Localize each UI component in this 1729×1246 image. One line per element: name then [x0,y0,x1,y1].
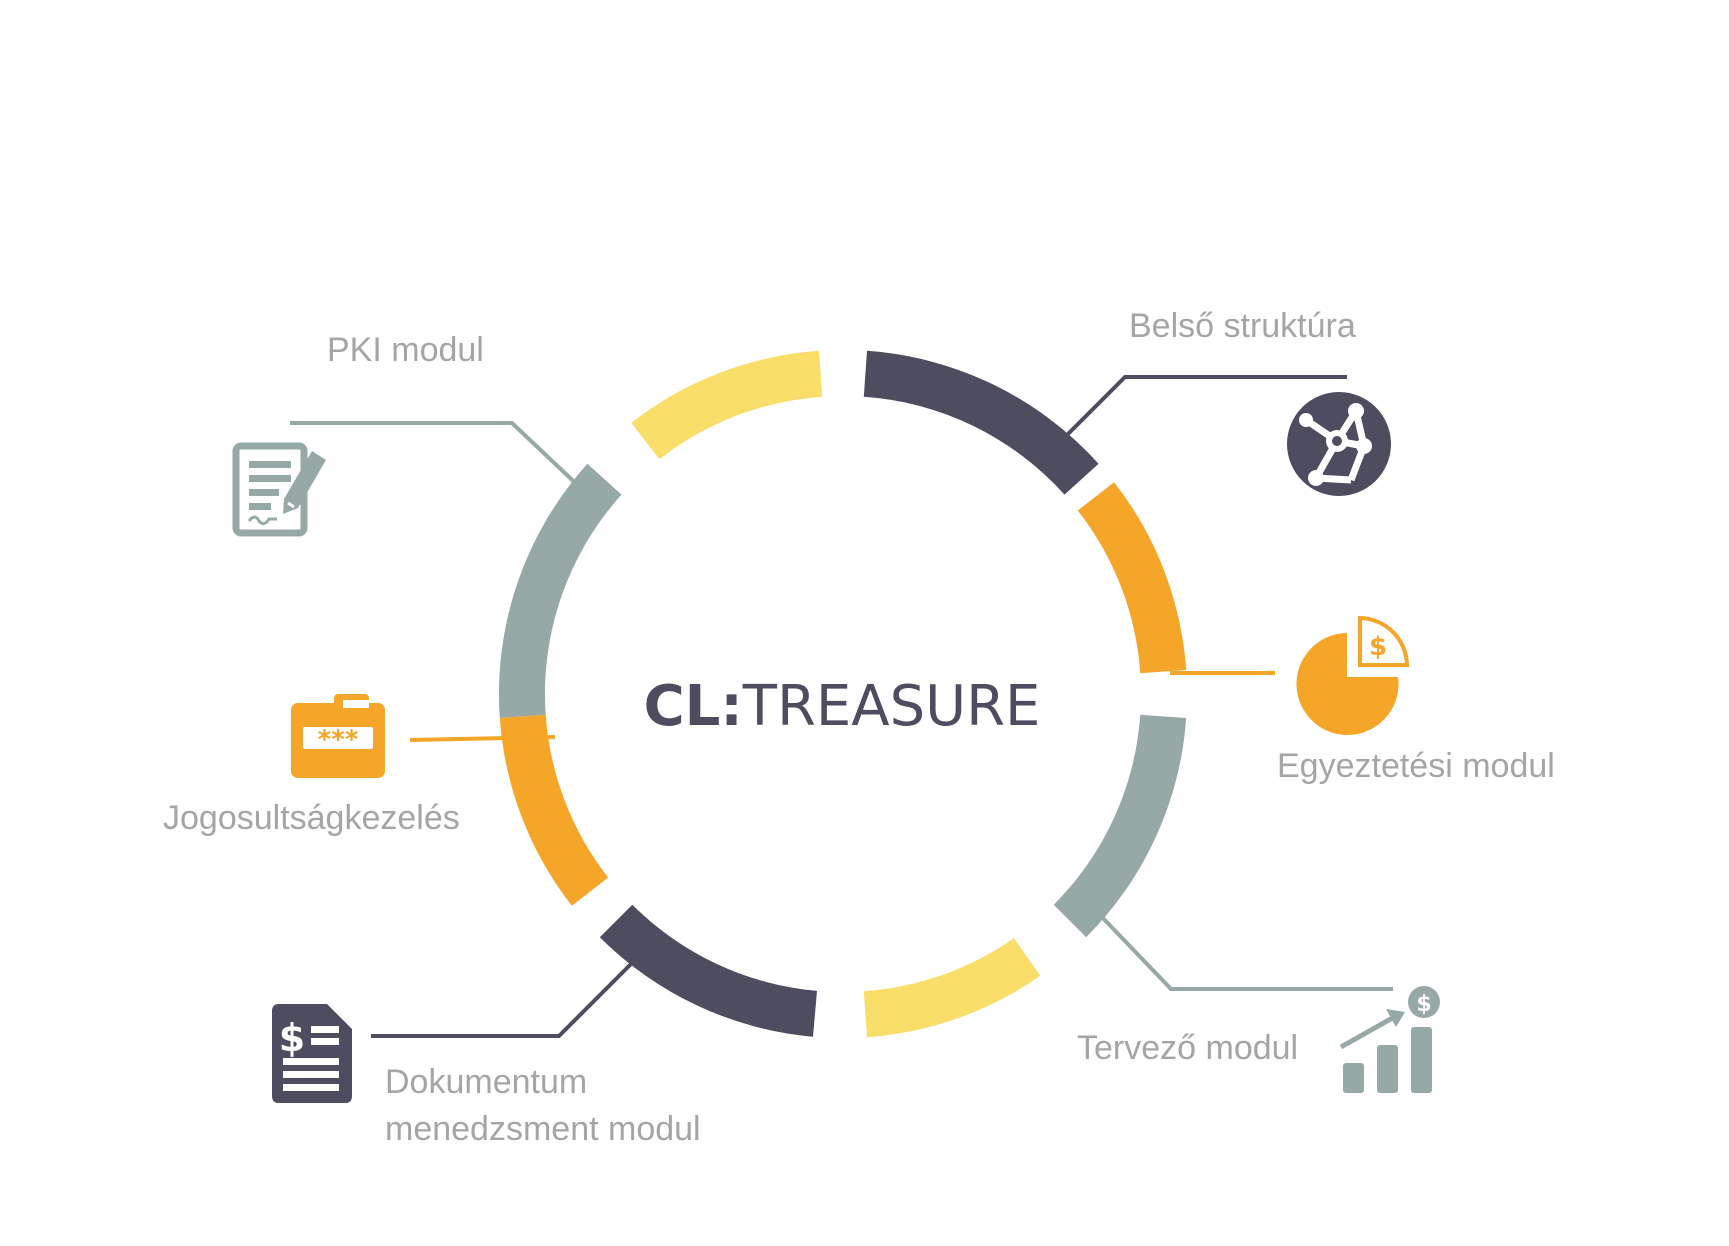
connector-belso [1048,375,1347,454]
ring-segment-bottom-right [863,938,1041,1038]
label-belso: Belső struktúra [1129,307,1356,345]
label-dokumentum-line1: Dokumentum [385,1063,587,1101]
password-folder-icon: *** [291,694,385,778]
connector-pki [290,421,589,496]
connector-jogosultsag [409,735,556,742]
certificate-pen-icon [232,442,326,537]
center-title-colon: : [720,674,742,739]
label-dokumentum-line2: menedzsment modul [385,1110,701,1148]
ring-segment-egyeztetesi [1077,482,1187,674]
connector-dokumentum [371,961,634,1038]
svg-text:$: $ [279,1016,305,1060]
dollar-document-icon: $ [272,1004,352,1103]
ring-segment-dokumentum [599,904,817,1037]
network-globe-icon [1287,392,1391,496]
label-pki: PKI modul [327,331,484,369]
ring-segment-belso [863,350,1099,495]
label-tervezo: Tervező modul [1077,1029,1298,1067]
label-egyeztetesi: Egyeztetési modul [1277,747,1555,785]
center-title: CL:TREASURE [644,674,1041,739]
svg-text:***: *** [318,725,359,755]
growth-chart-dollar-icon: $ [1339,986,1440,1093]
connector-tervezo [1098,913,1393,991]
center-title-light: TREASURE [742,674,1041,739]
svg-text:$: $ [1416,992,1431,1017]
ring-segment-jogosultsag [499,714,609,906]
ring-segment-top-left [631,350,823,460]
pie-chart-dollar-icon: $ [1296,615,1410,735]
center-title-bold: CL [644,674,721,739]
ring-segment-pki [498,463,622,718]
ring-segment-tervezo [1053,714,1187,938]
svg-text:$: $ [1369,632,1387,662]
label-jogosultsag: Jogosultságkezelés [163,799,460,837]
module-ring [498,350,1187,1038]
